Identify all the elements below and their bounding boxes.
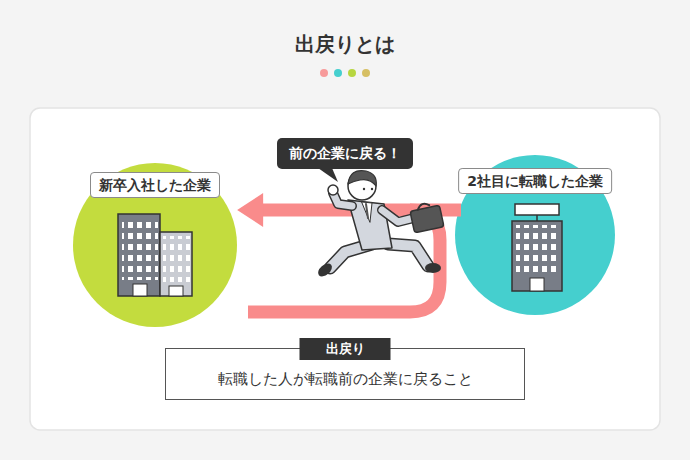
speech-bubble: 前の企業に戻る！ (277, 138, 413, 169)
speech-text: 前の企業に戻る！ (289, 144, 401, 163)
building-icon (118, 214, 192, 296)
company-circle: 2社目に転職した企業 (455, 155, 615, 315)
company-circle: 新卒入社した企業 (73, 163, 237, 327)
company-label: 2社目に転職した企業 (458, 168, 612, 194)
building-icon (512, 204, 562, 291)
term-heading: 出戻り (300, 338, 391, 360)
company-label: 新卒入社した企業 (90, 172, 220, 198)
panel (30, 108, 660, 430)
arrow-head (237, 193, 263, 227)
company-circle (73, 163, 237, 327)
bubble-tail (318, 168, 338, 182)
title-dots (320, 69, 370, 77)
definition-box: 出戻り転職した人が転職前の企業に戻ること (165, 348, 525, 400)
term-definition: 転職した人が転職前の企業に戻ること (166, 369, 524, 389)
diagram-title: 出戻りとは (0, 31, 690, 58)
company-circle (455, 155, 615, 315)
return-band (248, 210, 440, 312)
